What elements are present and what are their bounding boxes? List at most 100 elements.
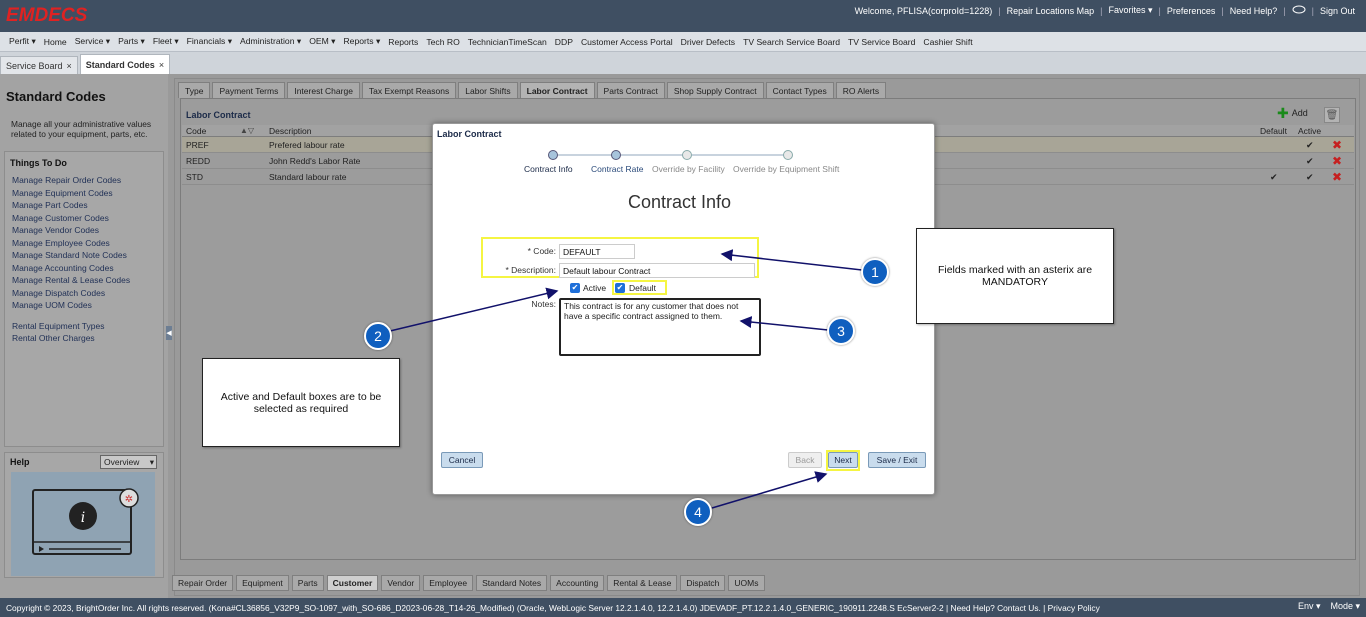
chevron-down-icon: ▾: [149, 456, 154, 467]
sub-tab[interactable]: RO Alerts: [835, 82, 887, 98]
bottom-tab[interactable]: Vendor: [381, 575, 421, 591]
app-logo[interactable]: EMDECS: [6, 5, 88, 26]
col-active[interactable]: Active: [1298, 126, 1322, 136]
step-dot-contract-info[interactable]: [548, 150, 558, 160]
col-description[interactable]: Description: [269, 126, 312, 136]
sub-tab[interactable]: Payment Terms: [212, 82, 286, 98]
tab-standard-codes[interactable]: Standard Codes×: [79, 54, 171, 74]
main-menu: Perfit ▾ Home Service ▾ Parts ▾ Fleet ▾ Finan…: [0, 32, 1366, 52]
step-label-contract-rate[interactable]: Contract Rate: [591, 164, 644, 174]
close-icon[interactable]: ×: [158, 59, 165, 70]
menu-item[interactable]: OEM ▾: [309, 36, 336, 46]
status-icon[interactable]: [1289, 5, 1309, 16]
menu-item[interactable]: TV Search Service Board: [743, 36, 841, 47]
menu-item[interactable]: Service ▾: [74, 36, 111, 46]
sidebar-link[interactable]: Manage Repair Order Codes: [12, 175, 122, 185]
menu-item[interactable]: Financials ▾: [186, 36, 233, 46]
step-label-contract-info[interactable]: Contract Info: [524, 164, 573, 174]
sub-tab[interactable]: Contact Types: [765, 82, 834, 98]
sidebar-link[interactable]: Manage Customer Codes: [12, 212, 109, 223]
sub-tab[interactable]: Labor Shifts: [458, 82, 518, 98]
things-to-do-title: Things To Do: [10, 158, 67, 168]
sidebar-link[interactable]: Manage Dispatch Codes: [12, 287, 106, 298]
menu-item[interactable]: Driver Defects: [680, 36, 736, 47]
notes-textarea[interactable]: This contract is for any customer that d…: [559, 298, 761, 356]
bottom-tab[interactable]: Parts: [291, 575, 324, 591]
sub-tab[interactable]: Parts Contract: [596, 82, 665, 98]
default-checkbox[interactable]: ✔: [615, 283, 625, 293]
sub-tab[interactable]: Shop Supply Contract: [666, 82, 764, 98]
sub-tab[interactable]: Type: [178, 82, 211, 98]
bottom-tab[interactable]: Equipment: [236, 575, 289, 591]
menu-item[interactable]: Reports ▾: [343, 36, 381, 46]
back-button[interactable]: Back: [788, 452, 822, 468]
sub-tab[interactable]: Labor Contract: [519, 82, 595, 98]
tab-service-board[interactable]: Service Board×: [0, 56, 78, 74]
menu-item[interactable]: Reports: [388, 36, 419, 47]
mode-menu[interactable]: Mode ▾: [1330, 601, 1360, 611]
menu-item[interactable]: Home: [43, 36, 67, 47]
trash-icon[interactable]: 🗑: [1324, 107, 1340, 123]
sub-tab[interactable]: Interest Charge: [287, 82, 360, 98]
sub-tab[interactable]: Tax Exempt Reasons: [361, 82, 457, 98]
sidebar-link[interactable]: Manage Standard Note Codes: [12, 250, 127, 260]
sort-icon[interactable]: ▲▽: [240, 126, 255, 135]
bottom-tab[interactable]: Rental & Lease: [607, 575, 678, 591]
menu-item[interactable]: Customer Access Portal: [580, 36, 673, 47]
step-dot-override-facility[interactable]: [682, 150, 692, 160]
col-default[interactable]: Default: [1260, 126, 1287, 136]
code-input[interactable]: DEFAULT: [559, 244, 635, 259]
save-exit-button[interactable]: Save / Exit: [868, 452, 926, 468]
menu-item[interactable]: Fleet ▾: [152, 36, 179, 46]
collapse-sidebar-handle[interactable]: ◀: [166, 326, 172, 340]
bottom-tab[interactable]: UOMs: [728, 575, 765, 591]
step-dot-contract-rate[interactable]: [611, 150, 621, 160]
bottom-tab[interactable]: Standard Notes: [476, 575, 548, 591]
sidebar-link[interactable]: Manage Accounting Codes: [12, 262, 114, 273]
menu-item[interactable]: TechnicianTimeScan: [467, 36, 547, 47]
delete-icon[interactable]: ✖: [1332, 138, 1343, 152]
env-menu[interactable]: Env ▾: [1297, 601, 1321, 611]
sidebar-link[interactable]: Rental Equipment Types: [12, 321, 105, 331]
menu-item[interactable]: DDP: [554, 36, 573, 47]
bottom-tab[interactable]: Accounting: [550, 575, 605, 591]
sidebar-link[interactable]: Manage Part Codes: [12, 200, 88, 210]
bottom-tab[interactable]: Customer: [326, 575, 379, 591]
preferences-link[interactable]: Preferences: [1166, 5, 1216, 16]
bottom-tab[interactable]: Dispatch: [680, 575, 726, 591]
next-button[interactable]: Next: [828, 452, 858, 468]
sidebar-link[interactable]: Manage Rental & Lease Codes: [12, 275, 131, 285]
step-dot-override-equipment-shift[interactable]: [783, 150, 793, 160]
add-button[interactable]: ✚Add: [1277, 105, 1308, 121]
sidebar-link[interactable]: Manage Equipment Codes: [12, 187, 113, 198]
sidebar-link[interactable]: Manage UOM Codes: [12, 300, 92, 310]
description-input[interactable]: Default labour Contract: [559, 263, 755, 278]
step-label-override-equipment-shift[interactable]: Override by Equipment Shift: [733, 164, 840, 174]
bottom-tab[interactable]: Repair Order: [172, 575, 234, 591]
need-help-link[interactable]: Need Help?: [1229, 5, 1278, 16]
close-icon[interactable]: ×: [66, 60, 72, 71]
bottom-tab[interactable]: Employee: [423, 575, 474, 591]
sidebar-link[interactable]: Manage Vendor Codes: [12, 225, 99, 235]
menu-item[interactable]: Cashier Shift: [923, 36, 973, 47]
repair-locations-map-link[interactable]: Repair Locations Map: [1006, 5, 1095, 16]
menu-item[interactable]: Tech RO: [426, 36, 460, 47]
sidebar-link[interactable]: Manage Employee Codes: [12, 237, 110, 248]
delete-icon[interactable]: ✖: [1332, 154, 1343, 168]
delete-icon[interactable]: ✖: [1332, 170, 1343, 184]
active-checkbox[interactable]: ✔: [570, 283, 580, 293]
sign-out-link[interactable]: Sign Out: [1319, 5, 1355, 16]
default-checkbox-highlight: [612, 280, 667, 295]
col-code[interactable]: Code: [186, 126, 207, 136]
favorites-menu[interactable]: Favorites ▾: [1108, 5, 1153, 15]
help-video-thumbnail[interactable]: i ✲: [11, 472, 155, 576]
menu-item[interactable]: Administration ▾: [240, 36, 302, 46]
menu-item[interactable]: Perfit ▾: [9, 36, 36, 46]
step-label-override-facility[interactable]: Override by Facility: [652, 164, 725, 174]
things-to-do-panel: [4, 151, 164, 447]
cancel-button[interactable]: Cancel: [441, 452, 483, 468]
menu-item[interactable]: TV Service Board: [848, 36, 916, 47]
menu-item[interactable]: Parts ▾: [118, 36, 145, 46]
sidebar-link[interactable]: Rental Other Charges: [12, 333, 95, 343]
help-select[interactable]: Overview▾: [100, 455, 157, 469]
